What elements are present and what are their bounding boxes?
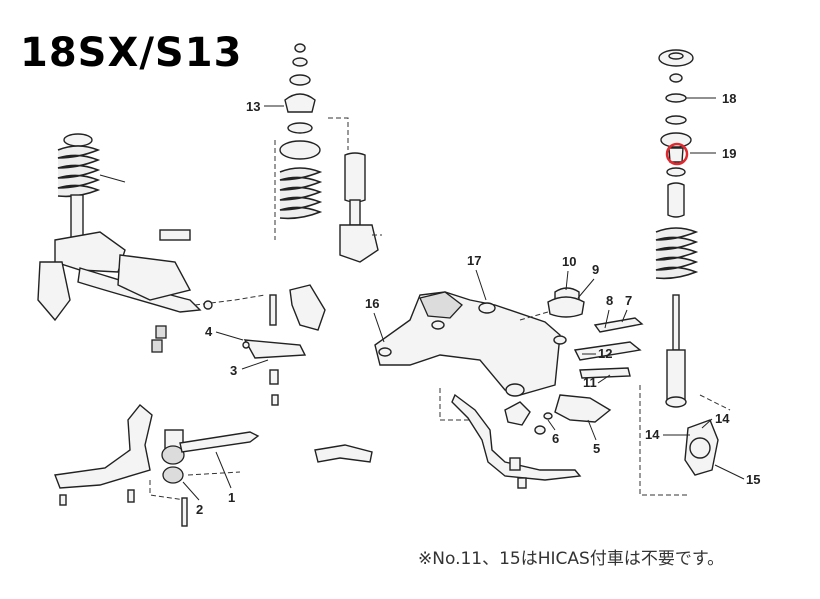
callout-6: 6 [547, 419, 559, 446]
callout-16: 16 [365, 296, 385, 343]
highlight-circle [665, 142, 689, 166]
callout-17: 17 [467, 253, 487, 301]
callout-15: 15 [714, 464, 760, 487]
svg-text:2: 2 [196, 502, 203, 517]
callout-12: 12 [582, 346, 612, 361]
svg-text:16: 16 [365, 296, 379, 311]
callout-10: 10 [562, 254, 576, 291]
svg-text:3: 3 [230, 363, 237, 378]
rear-strut-assembly [639, 49, 731, 496]
svg-text:18: 18 [722, 91, 736, 106]
svg-text:10: 10 [562, 254, 576, 269]
svg-text:1: 1 [228, 490, 235, 505]
callout-8: 8 [604, 293, 613, 329]
front-strut-assembly [37, 133, 266, 353]
svg-text:14: 14 [645, 427, 660, 442]
lower-arm-parts [54, 284, 373, 527]
rear-arms-links [504, 287, 644, 435]
svg-text:13: 13 [246, 99, 260, 114]
callout-4: 4 [205, 324, 244, 341]
callout-9: 9 [577, 262, 599, 299]
callout-2: 2 [182, 481, 203, 517]
svg-text:14: 14 [715, 411, 730, 426]
callout-13: 13 [246, 99, 284, 114]
callout-3: 3 [230, 359, 269, 378]
svg-text:11: 11 [583, 375, 597, 390]
callout-14-lower: 14 [645, 427, 690, 442]
strut-mount-assembly-13 [274, 43, 382, 263]
rear-subframe [374, 291, 582, 489]
svg-text:5: 5 [593, 441, 600, 456]
diagram-title: 18SX/S13 [20, 30, 243, 76]
footnote: ※No.11、15はHICAS付車は不要です。 [418, 549, 725, 569]
svg-text:9: 9 [592, 262, 599, 277]
callout-19: 19 [690, 146, 736, 161]
svg-text:4: 4 [205, 324, 213, 339]
svg-text:7: 7 [625, 293, 632, 308]
svg-text:8: 8 [606, 293, 613, 308]
svg-text:15: 15 [746, 472, 760, 487]
callout-7: 7 [621, 293, 632, 323]
callout-5: 5 [587, 419, 600, 456]
callout-18: 18 [686, 91, 736, 106]
svg-text:19: 19 [722, 146, 736, 161]
callout-14-upper: 14 [701, 411, 730, 429]
svg-text:12: 12 [598, 346, 612, 361]
svg-text:6: 6 [552, 431, 559, 446]
svg-text:17: 17 [467, 253, 481, 268]
callout-1: 1 [215, 451, 235, 505]
callout-11: 11 [583, 374, 611, 390]
